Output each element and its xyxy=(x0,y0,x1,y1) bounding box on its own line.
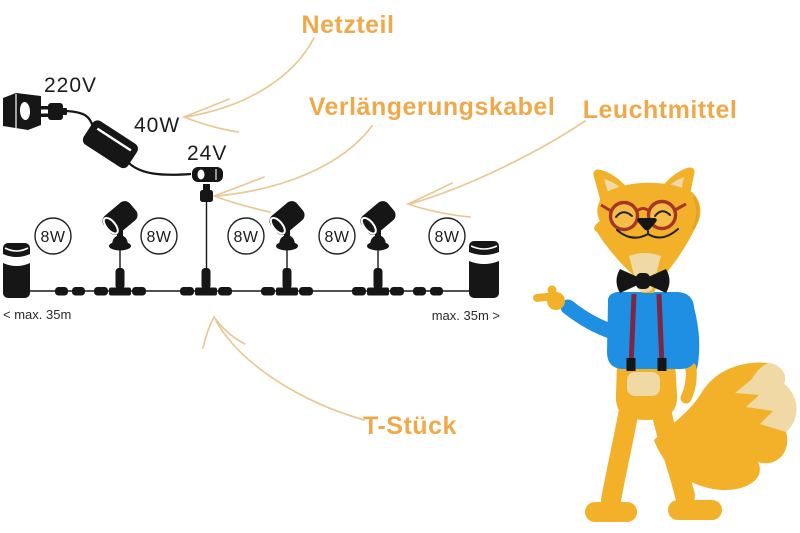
fox-right-eye xyxy=(654,210,671,217)
fox-pocket xyxy=(627,372,660,396)
fox-suspender-right xyxy=(656,293,665,367)
fox-left-eye xyxy=(615,211,633,218)
arrowhead-leuchtmittel xyxy=(405,182,471,218)
callout-t-stueck: T-Stück xyxy=(363,412,457,440)
callout-verlaengerungskabel: Verlängerungskabel xyxy=(309,93,556,121)
fox-right-foot xyxy=(668,500,722,520)
fox-left-leg xyxy=(601,400,639,510)
power-plug-icon xyxy=(40,103,67,120)
wattage-badge: 8W xyxy=(140,217,178,255)
fox-right-hand xyxy=(680,362,697,404)
callout-leuchtmittel: Leuchtmittel xyxy=(583,96,738,124)
power-adapter-icon xyxy=(82,120,138,169)
power-label: 40W xyxy=(134,114,180,137)
max-length-right-label: max. 35m > xyxy=(432,308,500,323)
callout-netzteil: Netzteil xyxy=(302,11,395,39)
t-piece-icon xyxy=(94,268,146,296)
mains-cable xyxy=(65,109,95,128)
wattage-badge: 8W xyxy=(318,217,356,255)
fox-shirt xyxy=(607,292,697,369)
fox-thumb xyxy=(547,285,557,295)
fox-bow-tie xyxy=(616,269,670,293)
spotlight-icon xyxy=(269,201,305,269)
fox-nose xyxy=(637,218,657,231)
fox-pointing-sleeve xyxy=(560,299,621,340)
wattage-badge: 8W xyxy=(428,217,466,255)
spotlight-icon xyxy=(360,201,396,269)
fox-head-shadow xyxy=(691,196,700,230)
low-voltage-label: 24V xyxy=(187,142,227,165)
fox-mascot xyxy=(533,167,797,522)
fox-suspender-clip xyxy=(626,358,636,371)
fox-left-foot xyxy=(585,502,637,522)
t-piece-icon xyxy=(261,268,313,296)
fox-suspender-left xyxy=(628,293,637,367)
fox-tail-tip xyxy=(735,363,797,432)
fox-mouth xyxy=(616,228,679,239)
wattage-badge-label: 8W xyxy=(435,229,460,246)
cable-connector-icon xyxy=(413,287,443,296)
fox-suspender-clip xyxy=(657,358,667,371)
callout-arrows xyxy=(181,37,586,421)
arrow-netzteil xyxy=(185,37,315,118)
fox-glasses xyxy=(600,199,687,232)
arrowhead-verlaengerungskabel xyxy=(211,176,271,213)
wall-socket-icon xyxy=(3,93,41,130)
t-piece-icon xyxy=(180,268,232,296)
arrowhead-t-stueck xyxy=(202,315,246,349)
arrow-leuchtmittel xyxy=(409,120,586,205)
wattage-badge: 8W xyxy=(34,217,72,255)
wattage-badge-label: 8W xyxy=(325,229,350,246)
arrowhead-netzteil xyxy=(181,98,239,133)
fox-pointing-finger xyxy=(533,292,559,302)
wattage-badge-label: 8W xyxy=(234,229,259,246)
wattage-badge-label: 8W xyxy=(147,229,172,246)
wattage-badge-label: 8W xyxy=(41,229,66,246)
cable-connector-icon xyxy=(55,287,85,296)
low-voltage-connector-icon xyxy=(192,167,223,268)
bollard-light-icon xyxy=(469,241,499,298)
wattage-badge: 8W xyxy=(227,217,265,255)
spotlight-icon xyxy=(102,201,138,269)
bollard-light-icon xyxy=(3,243,30,298)
arrow-t-stueck xyxy=(215,320,365,421)
mains-voltage-label: 220V xyxy=(44,74,97,97)
t-piece-icon xyxy=(352,268,404,296)
max-length-left-label: < max. 35m xyxy=(3,307,71,322)
adapter-cable xyxy=(126,160,192,176)
fox-right-leg xyxy=(651,400,695,506)
arrow-verlaengerungskabel xyxy=(215,125,373,197)
